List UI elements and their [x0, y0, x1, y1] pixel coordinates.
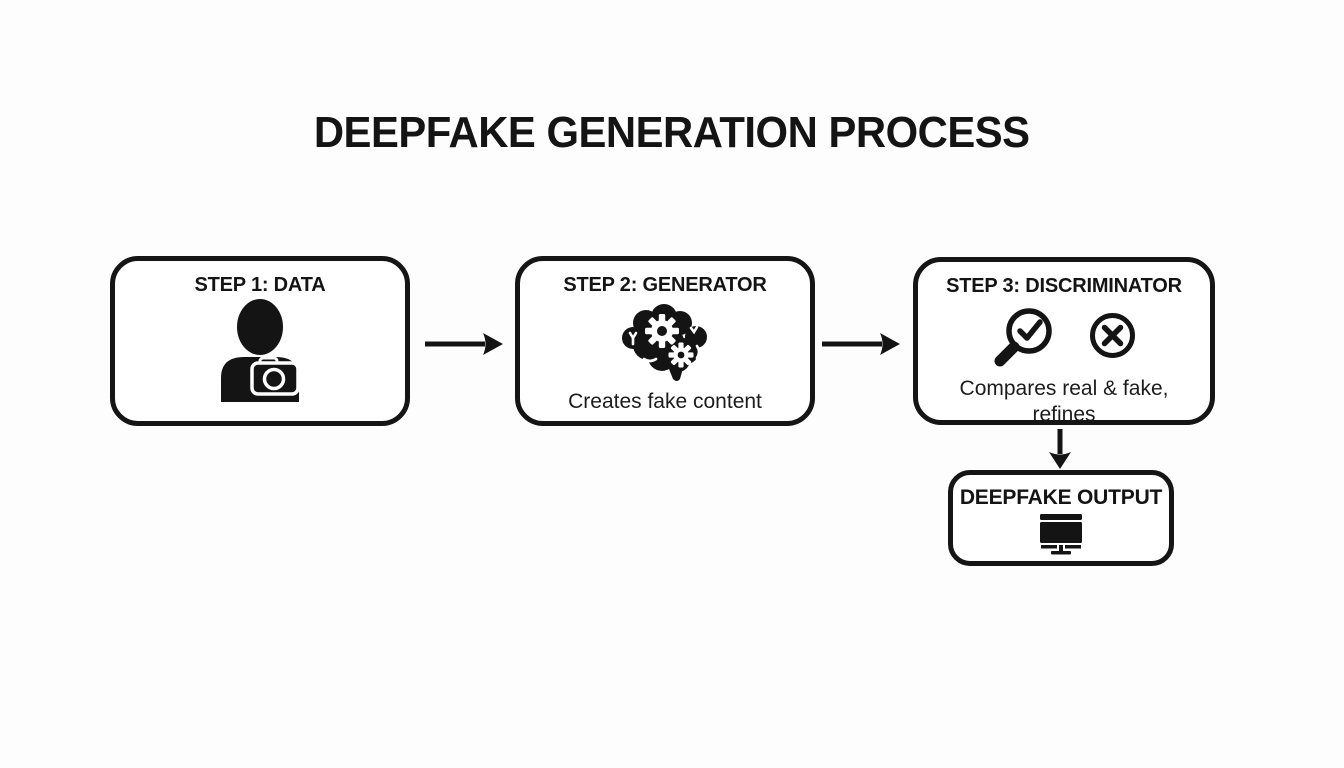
- discriminator-icons: [993, 305, 1136, 374]
- arrow-right-icon: [422, 331, 504, 362]
- step-3-caption: Compares real & fake, refines: [959, 377, 1169, 427]
- person-camera-icon: [210, 297, 310, 407]
- step-2-label: STEP 2: GENERATOR: [563, 274, 767, 296]
- deepfake-output-box: DEEPFAKE OUTPUT: [948, 470, 1174, 566]
- step-3-label: STEP 3: DISCRIMINATOR: [946, 275, 1182, 297]
- arrow-down-icon: [1045, 428, 1075, 475]
- page-title: DEEPFAKE GENERATION PROCESS: [0, 108, 1344, 158]
- arrow-right-icon: [819, 331, 901, 362]
- step-2-caption: Creates fake content: [568, 390, 762, 413]
- monitor-icon: [1036, 513, 1086, 560]
- step-1-label: STEP 1: DATA: [194, 274, 326, 296]
- step-3-discriminator-box: STEP 3: DISCRIMINATOR Compares real & fa…: [913, 257, 1215, 426]
- output-label: DEEPFAKE OUTPUT: [959, 486, 1163, 509]
- magnifier-check-icon: [993, 305, 1065, 374]
- page-title-text: DEEPFAKE GENERATION PROCESS: [314, 108, 1030, 157]
- cross-circle-icon: [1089, 312, 1136, 364]
- step-1-data-box: STEP 1: DATA: [110, 256, 410, 426]
- step-2-generator-box: STEP 2: GENERATOR: [515, 256, 815, 426]
- brain-gears-icon: [619, 302, 711, 389]
